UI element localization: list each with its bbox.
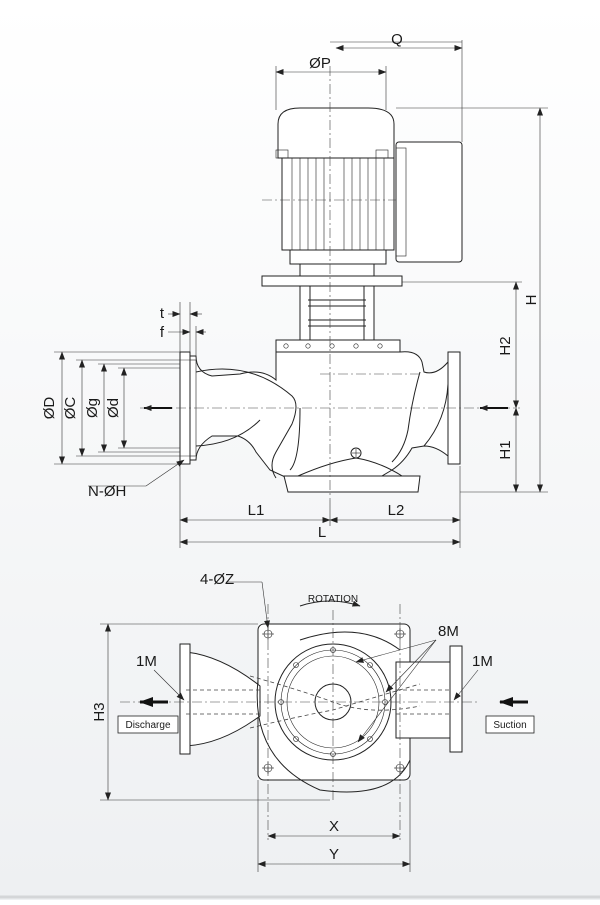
leader-1m-left <box>153 669 185 701</box>
label-h: H <box>523 295 540 306</box>
label-8m: 8M <box>438 623 459 640</box>
rotation-arrow <box>299 600 361 607</box>
label-rotation: ROTATION <box>308 594 358 605</box>
label-f: f <box>160 324 165 341</box>
label-y: Y <box>329 846 339 863</box>
coupling-plate <box>261 275 403 287</box>
label-op: ØP <box>309 55 331 72</box>
label-1m-right: 1M <box>472 653 493 670</box>
label-t: t <box>160 305 165 322</box>
label-oc: ØC <box>62 397 79 420</box>
suction-flange-top <box>449 645 463 753</box>
label-og: Øg <box>84 398 101 418</box>
pump-foot <box>283 475 421 493</box>
motor-fan-cover <box>277 107 395 159</box>
bracket <box>299 285 375 341</box>
label-h3: H3 <box>91 702 108 721</box>
top-view: ROTATION 4-ØZ 8M 1M 1M Discharge Suction… <box>91 571 535 872</box>
suction-pipe <box>395 661 453 739</box>
label-od: ØD <box>41 397 58 420</box>
motor-body <box>281 157 395 251</box>
leader-bolt-holes <box>261 581 271 629</box>
label-l2: L2 <box>388 502 405 519</box>
label-odd: Ød <box>105 398 122 418</box>
label-h2: H2 <box>497 336 514 355</box>
leader-1m-right <box>453 669 479 701</box>
label-l: L <box>318 524 326 541</box>
label-l1: L1 <box>248 502 265 519</box>
discharge-tag <box>117 715 179 734</box>
label-bolt-holes: 4-ØZ <box>200 571 234 588</box>
pump-casing <box>189 351 449 483</box>
label-h1: H1 <box>497 440 514 459</box>
leader-8m <box>357 639 437 743</box>
label-noh: N-ØH <box>88 483 126 500</box>
motor-adapter <box>299 263 375 277</box>
motor-fins <box>291 158 385 250</box>
casing-cover <box>275 339 401 353</box>
label-discharge: Discharge <box>125 720 170 731</box>
label-1m-left: 1M <box>136 653 157 670</box>
suction-tag <box>485 715 535 734</box>
terminal-box-neck <box>395 147 407 257</box>
label-suction: Suction <box>493 720 526 731</box>
discharge-flange-top <box>179 643 191 755</box>
label-q: Q <box>391 31 403 48</box>
label-x: X <box>329 818 339 835</box>
discharge-pipe <box>185 651 261 747</box>
leader-noh <box>145 459 185 487</box>
side-view: Q ØP H H2 H1 t f <box>41 31 548 548</box>
motor-flange <box>289 249 387 265</box>
